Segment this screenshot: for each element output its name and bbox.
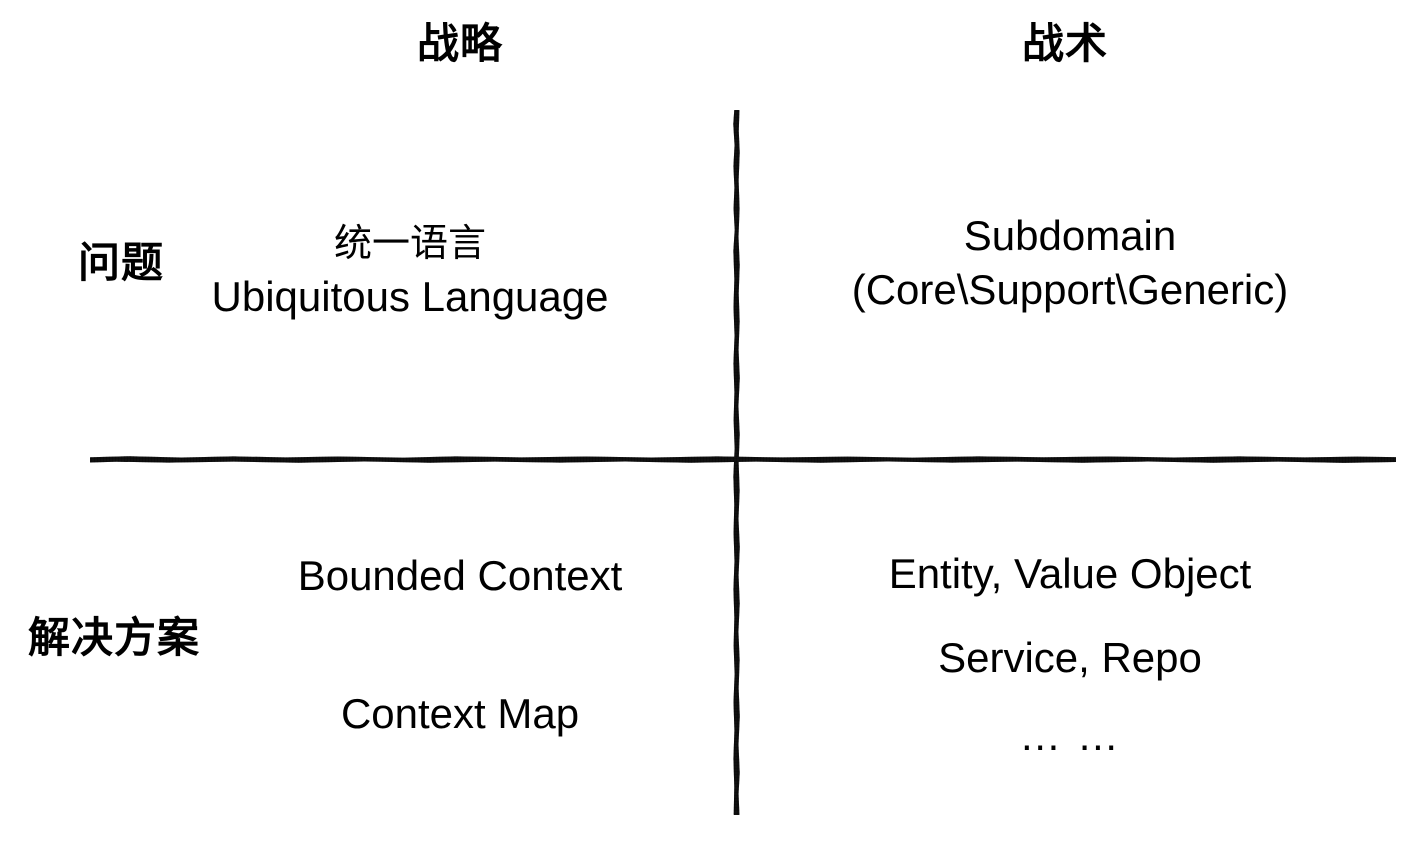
- column-header-strategy: 战略: [416, 20, 503, 67]
- vertical-divider-line: [733, 110, 740, 815]
- quadrant-solution-strategy-line-2: Context Map: [340, 690, 580, 737]
- quadrant-problem-strategy-line-2: Ubiquitous Language: [211, 273, 609, 320]
- quadrant-problem-tactics: Subdomain (Core\Support\Generic): [820, 212, 1320, 314]
- column-header-tactics: 战术: [1021, 20, 1108, 67]
- quadrant-problem-tactics-line-2: (Core\Support\Generic): [851, 266, 1289, 313]
- quadrant-solution-tactics-ellipsis: … …: [1019, 712, 1121, 759]
- quadrant-solution-tactics: Entity, Value Object Service, Repo … …: [815, 550, 1325, 760]
- quadrant-problem-strategy: 统一语言 Ubiquitous Language: [160, 212, 660, 321]
- quadrant-problem-strategy-line-1: 统一语言: [333, 223, 486, 265]
- quadrant-solution-tactics-line-1: Entity, Value Object: [888, 550, 1252, 597]
- row-header-solution: 解决方案: [28, 614, 201, 661]
- quadrant-solution-tactics-line-2: Service, Repo: [938, 634, 1202, 681]
- row-header-problem: 问题: [78, 239, 165, 286]
- quadrant-solution-strategy: Bounded Context Context Map: [200, 552, 720, 738]
- horizontal-divider-line: [90, 456, 1396, 463]
- quadrant-solution-strategy-line-1: Bounded Context: [297, 552, 623, 599]
- quadrant-problem-tactics-line-1: Subdomain: [963, 212, 1177, 259]
